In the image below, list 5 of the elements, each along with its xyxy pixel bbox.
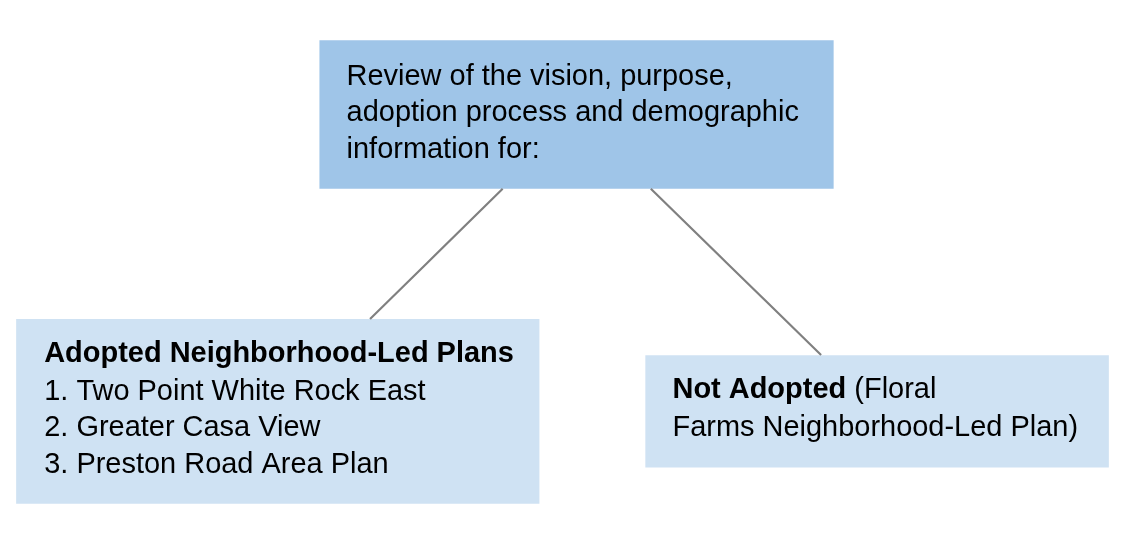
node-box: Review of the vision, purpose, adoption process and demographic information for: — [319, 40, 834, 189]
connector — [650, 188, 822, 356]
node-box: Adopted Neighborhood-Led Plans 1. Two Point White Rock East 2. Greater Casa View 3. Preston Road Area Plan — [16, 319, 540, 504]
connector — [369, 188, 504, 320]
node-box: Not Adopted (Floral Farms Neighborhood-Led Plan) — [645, 355, 1109, 468]
